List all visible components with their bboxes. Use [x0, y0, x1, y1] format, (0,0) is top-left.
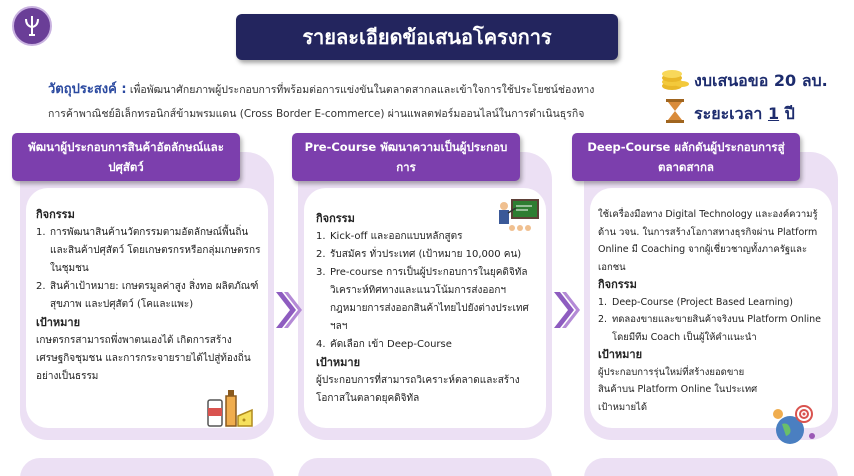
list-item-number: 2.	[36, 281, 46, 292]
card-1-target-label: เป้าหมาย	[36, 316, 81, 329]
list-item-number: 3.	[316, 267, 326, 278]
list-item-number: 1.	[316, 231, 326, 242]
list-item-text: การพัฒนาสินค้านวัตกรรมตามอัตลักษณ์พื้นถิ…	[50, 227, 261, 274]
objective-text: วัตถุประสงค์ : เพื่อพัฒนาศักยภาพผู้ประกอ…	[48, 78, 648, 126]
list-item: 1. Deep-Course (Project Based Learning)	[598, 294, 822, 312]
card-row-2-2-bg	[298, 458, 552, 476]
objective-label: วัตถุประสงค์ :	[48, 82, 127, 97]
budget-text: งบเสนอขอ 20 ลบ.	[694, 71, 828, 90]
list-item: 3. Pre-course การเป็นผู้ประกอบการในยุคดิ…	[316, 264, 530, 336]
card-3-target-text: ผู้ประกอบการรุ่นใหม่ที่สร้างยอดขายสินค้า…	[598, 366, 758, 413]
teacher-icon	[499, 199, 539, 231]
objective-line-1-text: เพื่อพัฒนาศักยภาพผู้ประกอบการที่พร้อมต่อ…	[129, 84, 595, 96]
list-item-number: 1.	[598, 296, 608, 308]
chevron-right-icon	[554, 292, 580, 328]
list-item-text: รับสมัคร ทั่วประเทศ (เป้าหมาย 10,000 คน)	[330, 249, 522, 260]
card-2-panel	[304, 188, 546, 428]
card-3-activities-label: กิจกรรม	[598, 278, 637, 291]
list-item-number: 1.	[36, 227, 46, 238]
list-item: 2. รับสมัคร ทั่วประเทศ (เป้าหมาย 10,000 …	[316, 246, 530, 264]
list-item-text: Deep-Course (Project Based Learning)	[612, 296, 794, 308]
list-item-text: Kick-off และออกแบบหลักสูตร	[330, 231, 463, 242]
card-3-header: Deep-Course ผลักดันผู้ประกอบการสู่ตลาดสา…	[572, 133, 800, 181]
card-2-activities-label: กิจกรรม	[316, 212, 355, 225]
card-3-target-label: เป้าหมาย	[598, 348, 643, 361]
list-item: 2. สินค้าเป้าหมาย: เกษตรมูลค่าสูง สิ่งทอ…	[36, 278, 262, 314]
list-item-number: 2.	[316, 249, 326, 260]
duration-suffix: ปี	[779, 104, 795, 123]
card-1-activities-label: กิจกรรม	[36, 208, 75, 221]
coins-icon	[662, 70, 689, 90]
list-item: 2. ทดลองขายและขายสินค้าจริงบน Platform O…	[598, 311, 822, 346]
card-2-content: กิจกรรม 1. Kick-off และออกแบบหลักสูตร 2.…	[316, 210, 530, 408]
duration-text: ระยะเวลา 1 ปี	[694, 102, 795, 127]
food-products-icon	[207, 390, 253, 427]
objective-line-2: การค้าพาณิชย์อิเล็กทรอนิกส์ข้ามพรมแดน (C…	[48, 108, 585, 120]
card-1-target-text: เกษตรกรสามารถพึ่งพาตนเองได้ เกิดการสร้าง…	[36, 335, 251, 382]
card-row-2-1-bg	[20, 458, 274, 476]
card-1-header: พัฒนาผู้ประกอบการสินค้าอัตลักษณ์และปศุสั…	[12, 133, 240, 181]
global-target-icon	[773, 405, 815, 444]
card-3-panel	[590, 188, 832, 428]
list-item-text: สินค้าเป้าหมาย: เกษตรมูลค่าสูง สิ่งทอ ผล…	[50, 281, 259, 310]
hourglass-icon	[666, 99, 684, 123]
card-3-content: ใช้เครื่องมือทาง Digital Technology และอ…	[598, 206, 822, 416]
list-item-number: 4.	[316, 339, 326, 350]
page-title: รายละเอียดข้อเสนอโครงการ	[302, 25, 552, 49]
page-title-box: รายละเอียดข้อเสนอโครงการ	[236, 14, 618, 60]
list-item-text: ทดลองขายและขายสินค้าจริงบน Platform Onli…	[612, 314, 821, 343]
list-item: 1. Kick-off และออกแบบหลักสูตร	[316, 228, 530, 246]
duration-value: 1	[767, 104, 780, 123]
card-1-panel	[26, 188, 268, 428]
emblem-logo	[12, 6, 52, 46]
list-item-text: Pre-course การเป็นผู้ประกอบการในยุคดิจิท…	[330, 267, 529, 332]
objective-line-1: วัตถุประสงค์ : เพื่อพัฒนาศักยภาพผู้ประกอ…	[48, 78, 648, 102]
card-2-target-text: ผู้ประกอบการที่สามารถวิเคราะห์ตลาดและสร้…	[316, 375, 520, 404]
chevron-right-icon	[276, 292, 302, 328]
list-item-text: คัดเลือก เข้า Deep-Course	[330, 339, 452, 350]
card-2-target-label: เป้าหมาย	[316, 356, 361, 369]
list-item-number: 2.	[598, 314, 608, 325]
card-2-header: Pre-Course พัฒนาความเป็นผู้ประกอบการ	[292, 133, 520, 181]
trident-icon	[25, 16, 39, 36]
duration-prefix: ระยะเวลา	[694, 104, 768, 123]
card-1-content: กิจกรรม 1. การพัฒนาสินค้านวัตกรรมตามอัตล…	[36, 206, 262, 386]
list-item: 4. คัดเลือก เข้า Deep-Course	[316, 336, 530, 354]
card-3-intro: ใช้เครื่องมือทาง Digital Technology และอ…	[598, 209, 818, 273]
list-item: 1. การพัฒนาสินค้านวัตกรรมตามอัตลักษณ์พื้…	[36, 224, 262, 278]
card-row-2-3-bg	[584, 458, 838, 476]
